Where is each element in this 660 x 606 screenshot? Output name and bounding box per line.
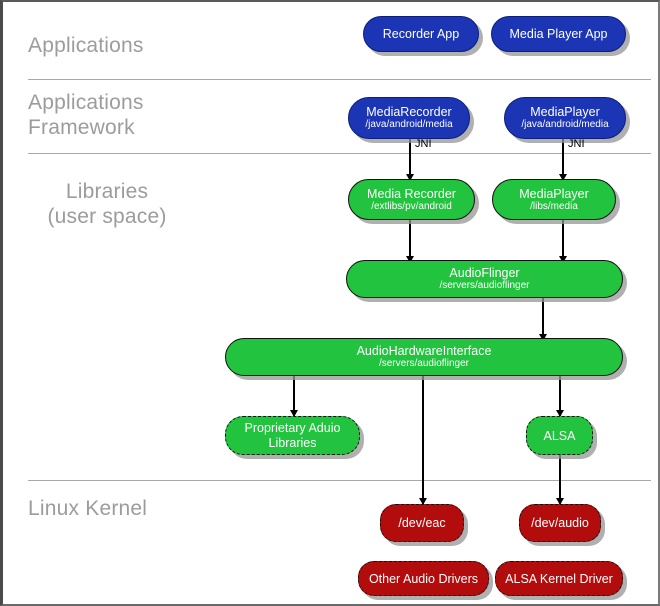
node-mediaplayer-framework-title: MediaPlayer — [530, 105, 600, 119]
node-mediaplayer-library[interactable]: MediaPlayer /libs/media — [492, 179, 616, 220]
node-audiohardwareinterface-title: AudioHardwareInterface — [356, 344, 492, 358]
node-media-player-app-title: Media Player App — [509, 27, 608, 41]
node-proprietary-audio-libraries[interactable]: Proprietary Aduio Libraries — [225, 416, 360, 455]
arrowhead-audiohw-proprietary — [289, 410, 298, 417]
connector-mediaplayerlib-audioflinger — [562, 220, 564, 263]
divider-libraries — [28, 480, 651, 481]
connector-audiohw-alsa — [559, 376, 561, 416]
node-other-audio-drivers-title: Other Audio Drivers — [368, 571, 479, 586]
node-mediaplayer-library-path: /libs/media — [530, 200, 578, 212]
arrowhead-audiohw-alsa — [555, 410, 564, 417]
node-audiohardwareinterface-path: /servers/audioflinger — [378, 358, 470, 369]
node-recorder-app-title: Recorder App — [382, 27, 460, 41]
node-mediaplayer-framework-path: /java/android/media — [521, 119, 609, 130]
edge-label-jni-left: JNI — [415, 138, 432, 150]
section-label-libraries: Libraries (user space) — [47, 180, 167, 228]
node-audioflinger[interactable]: AudioFlinger /servers/audioflinger — [346, 260, 623, 298]
connector-audioflinger-audiohardwareinterface — [542, 298, 544, 342]
section-label-applications: Applications — [28, 34, 144, 57]
node-dev-audio[interactable]: /dev/audio — [519, 504, 601, 542]
connector-audiohw-proprietary — [293, 376, 295, 416]
node-audioflinger-title: AudioFlinger — [449, 266, 520, 280]
divider-applications — [28, 79, 651, 80]
node-mediarecorder-framework-path: /java/android/media — [365, 119, 453, 130]
node-mediaplayer-framework[interactable]: MediaPlayer /java/android/media — [504, 97, 626, 139]
node-mediarecorder-library-path: /extlibs/pv/android — [371, 200, 452, 212]
connector-audiohw-deveac — [422, 376, 424, 504]
section-label-applications-framework: Applications Framework — [28, 91, 144, 139]
node-mediarecorder-framework[interactable]: MediaRecorder /java/android/media — [348, 97, 470, 139]
arrowhead-mediaplayer-jni — [558, 174, 567, 181]
arrowhead-mediarecorder-jni — [405, 174, 414, 181]
connector-mediarecorder-jni — [409, 139, 411, 181]
node-proprietary-audio-libraries-title: Proprietary Aduio Libraries — [244, 420, 341, 450]
connector-alsa-devaudio — [559, 455, 561, 504]
node-recorder-app[interactable]: Recorder App — [363, 16, 479, 52]
edge-label-jni-right: JNI — [568, 138, 585, 150]
node-other-audio-drivers[interactable]: Other Audio Drivers — [358, 561, 489, 596]
node-alsa-title: ALSA — [543, 428, 576, 443]
node-audioflinger-path: /servers/audioflinger — [439, 280, 530, 291]
node-mediarecorder-library[interactable]: Media Recorder /extlibs/pv/android — [348, 179, 475, 220]
node-mediarecorder-framework-title: MediaRecorder — [366, 105, 452, 119]
node-dev-eac[interactable]: /dev/eac — [380, 504, 464, 542]
node-audiohardwareinterface[interactable]: AudioHardwareInterface /servers/audiofli… — [225, 338, 623, 376]
node-alsa[interactable]: ALSA — [526, 416, 593, 455]
divider-applications-framework — [28, 153, 651, 154]
connector-mediaplayer-jni — [562, 139, 564, 181]
node-mediarecorder-library-title: Media Recorder — [367, 186, 456, 201]
arrowhead-audiohw-deveac — [418, 498, 427, 505]
connector-mediarecorderlib-audioflinger — [409, 220, 411, 263]
node-alsa-kernel-driver[interactable]: ALSA Kernel Driver — [495, 561, 623, 596]
node-dev-audio-title: /dev/audio — [531, 516, 589, 530]
section-label-linux-kernel: Linux Kernel — [28, 497, 148, 520]
node-dev-eac-title: /dev/eac — [398, 516, 446, 530]
node-alsa-kernel-driver-title: ALSA Kernel Driver — [505, 571, 613, 586]
arrowhead-alsa-devaudio — [555, 498, 564, 505]
node-media-player-app[interactable]: Media Player App — [491, 16, 626, 52]
node-mediaplayer-library-title: MediaPlayer — [519, 186, 589, 201]
